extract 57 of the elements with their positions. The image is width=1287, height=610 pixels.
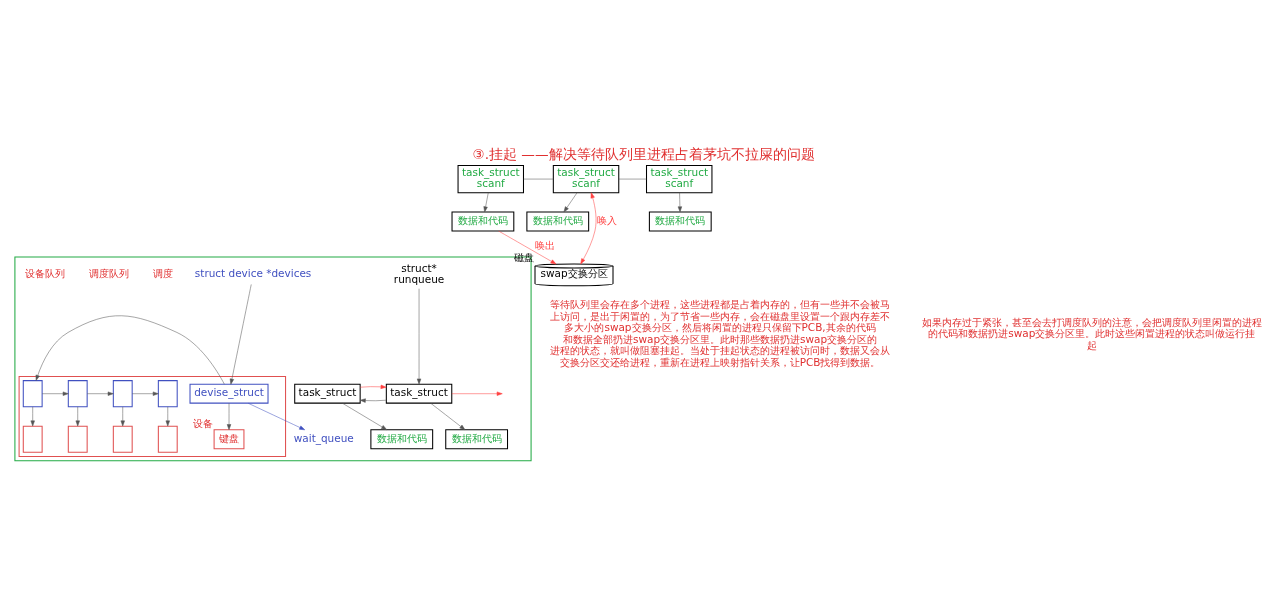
node-box: task_struct xyxy=(294,383,361,404)
arrow xyxy=(226,402,232,430)
node-box xyxy=(112,379,133,407)
arrow xyxy=(416,287,422,384)
arrow xyxy=(75,406,80,426)
edge-label: 唤入 xyxy=(597,213,618,226)
node-box xyxy=(22,379,43,407)
node-box xyxy=(67,425,88,453)
node-box: task_struct scanf xyxy=(457,164,524,193)
arrow xyxy=(563,192,578,212)
arrow xyxy=(86,391,114,396)
arrow xyxy=(483,192,489,212)
arrow xyxy=(451,391,503,396)
label: 等待队列里会存在多个进程，这些进程都是占着内存的，但有一些并不会被马上访问，是出于闲置的，为了节省一些内存，会在磁盘里设置一个跟内存差不多大小的swap交换分区，然后将闲置的进程只保留下PCB,其余的代码和数据全部扔进swap交换分区里。此时那些数据扔进swap交换分区的进程的状态，就叫做阻塞挂起。当处于挂起状态的进程被访问时，数据又会从交换分区交还给进程，重新在进程上映射指针关系，让PCB找得到数据。 xyxy=(550,297,891,368)
arrow xyxy=(165,406,170,426)
label: 调度 xyxy=(153,266,174,279)
connector xyxy=(523,178,554,179)
arrow xyxy=(30,406,35,426)
arrow xyxy=(498,230,557,264)
arrow xyxy=(120,406,125,426)
arrow xyxy=(359,398,387,403)
arrow xyxy=(229,283,252,385)
arrow xyxy=(132,391,159,396)
node-label: 设备 xyxy=(193,416,214,429)
node-box: 键盘 xyxy=(213,428,245,449)
node-box: 数据和代码 xyxy=(370,428,434,449)
edge-label: 唤出 xyxy=(534,238,555,251)
node-label: 磁盘 xyxy=(514,250,535,263)
arrow xyxy=(247,402,306,430)
connector xyxy=(618,178,647,179)
node-box: 数据和代码 xyxy=(451,211,515,231)
node-box xyxy=(157,379,178,407)
node-text: struct device *devices xyxy=(194,266,312,279)
node-box xyxy=(67,379,88,407)
label: 设备队列 xyxy=(24,266,65,279)
node-box: task_struct xyxy=(385,383,453,404)
diagram-title: ③.挂起 ——解决等待队列里进程占着茅坑不拉屎的问题 xyxy=(472,145,815,162)
arrow xyxy=(677,192,682,212)
node-box: 数据和代码 xyxy=(648,211,712,231)
node-box: task_struct scanf xyxy=(552,164,620,193)
arrow xyxy=(342,402,387,430)
label: 调度队列 xyxy=(89,266,130,279)
arrow xyxy=(580,192,597,264)
node-box xyxy=(22,425,43,453)
arrow xyxy=(41,391,69,396)
arrow xyxy=(359,384,387,389)
node-box xyxy=(112,425,133,453)
node-box: 数据和代码 xyxy=(445,428,509,449)
node-box: task_struct scanf xyxy=(646,164,713,193)
arrow xyxy=(35,315,225,384)
label: 如果内存过于紧张，甚至会去打调度队列的注意，会把调度队列里闲置的进程的代码和数据扔进swap交换分区里。此时这些闲置进程的状态叫做运行挂起 xyxy=(921,315,1262,351)
node-box: devise_struct xyxy=(189,383,269,404)
node-text: struct* runqueue xyxy=(393,261,445,285)
node-box: 数据和代码 xyxy=(526,211,590,231)
node-text: wait_queue xyxy=(293,431,354,444)
arrow xyxy=(430,402,466,430)
node-box xyxy=(157,425,178,453)
